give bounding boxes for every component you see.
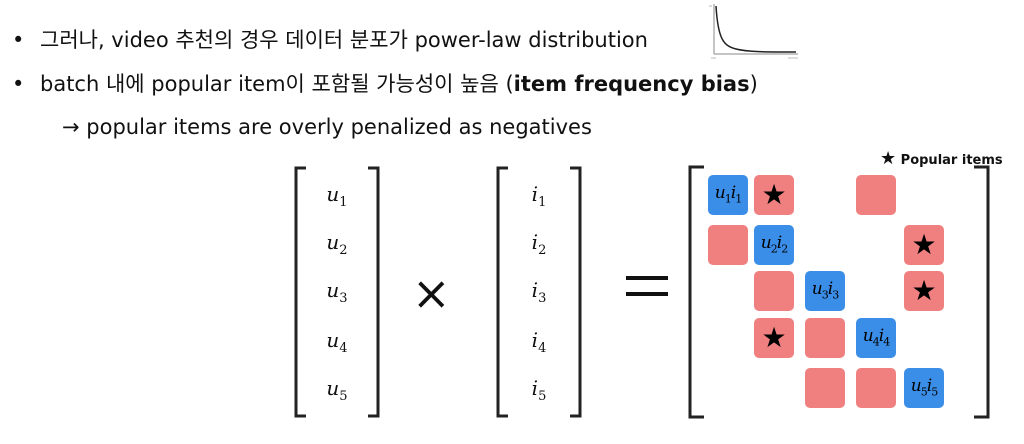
legend-label: Popular items <box>900 153 1003 168</box>
negative-cell <box>856 175 896 215</box>
equals-operator <box>626 276 668 296</box>
item-vector-entry: i4 <box>531 328 547 356</box>
positive-pair-cell: u5i5 <box>904 368 944 408</box>
bullet-frequency-bias: • batch 내에 popular item이 포함될 가능성이 높음 (ite… <box>12 70 758 98</box>
popular-negative-cell: ★ <box>754 175 794 215</box>
popular-negative-cell: ★ <box>904 271 944 311</box>
popular-negative-cell: ★ <box>754 318 794 358</box>
positive-pair-cell: u2i2 <box>754 225 794 265</box>
item-vector-entry: i3 <box>531 278 547 306</box>
bullet-power-law: • 그러나, video 추천의 경우 데이터 분포가 power-law dis… <box>12 26 648 54</box>
bullet-marker: • <box>12 28 25 52</box>
bullet-text-suffix: ) <box>749 72 758 96</box>
negative-cell <box>805 368 845 408</box>
negative-cell <box>805 318 845 358</box>
user-vector-entry: u5 <box>326 376 348 404</box>
power-law-curve-icon <box>709 4 798 59</box>
positive-pair-cell: u3i3 <box>805 271 845 311</box>
star-icon: ★ <box>761 178 787 211</box>
bullet-text-bold: item frequency bias <box>513 72 750 96</box>
negative-cell <box>856 368 896 408</box>
pair-label: u1i1 <box>714 183 742 206</box>
user-vector-brackets <box>294 166 380 418</box>
user-vector-entry: u1 <box>326 182 348 210</box>
item-vector-entry: i1 <box>531 182 547 210</box>
item-vector: i1 i2 i3 i4 i5 <box>494 166 584 418</box>
item-vector-entry: i5 <box>531 376 547 404</box>
bullet-marker: • <box>12 72 25 96</box>
pair-label: u2i2 <box>760 233 788 256</box>
user-vector-entry: u2 <box>326 230 348 258</box>
legend: ★ Popular items <box>880 148 1003 169</box>
bullet-text: 그러나, video 추천의 경우 데이터 분포가 power-law dist… <box>40 28 648 52</box>
star-icon: ★ <box>911 274 937 307</box>
multiply-operator: × <box>412 266 451 320</box>
pair-label: u5i5 <box>910 376 938 399</box>
positive-pair-cell: u1i1 <box>708 175 748 215</box>
pair-label: u3i3 <box>811 279 839 302</box>
user-vector: u1 u2 u3 u4 u5 <box>292 166 382 418</box>
popular-negative-cell: ★ <box>904 225 944 265</box>
positive-pair-cell: u4i4 <box>856 318 896 358</box>
score-matrix: u1i1 ★ u2i2 ★ u3i3 ★ ★ u4i4 u5i5 <box>684 165 994 420</box>
item-vector-entry: i2 <box>531 230 547 258</box>
user-vector-entry: u4 <box>326 328 348 356</box>
negative-cell <box>708 225 748 265</box>
item-vector-brackets <box>496 166 582 418</box>
star-icon: ★ <box>880 148 897 169</box>
negative-cell <box>754 271 794 311</box>
sub-bullet: → popular items are overly penalized as … <box>62 115 592 139</box>
star-icon: ★ <box>761 321 787 354</box>
score-matrix-brackets <box>688 165 990 419</box>
user-vector-entry: u3 <box>326 278 348 306</box>
star-icon: ★ <box>911 228 937 261</box>
pair-label: u4i4 <box>862 326 890 349</box>
bullet-text-prefix: batch 내에 popular item이 포함될 가능성이 높음 ( <box>40 72 514 96</box>
